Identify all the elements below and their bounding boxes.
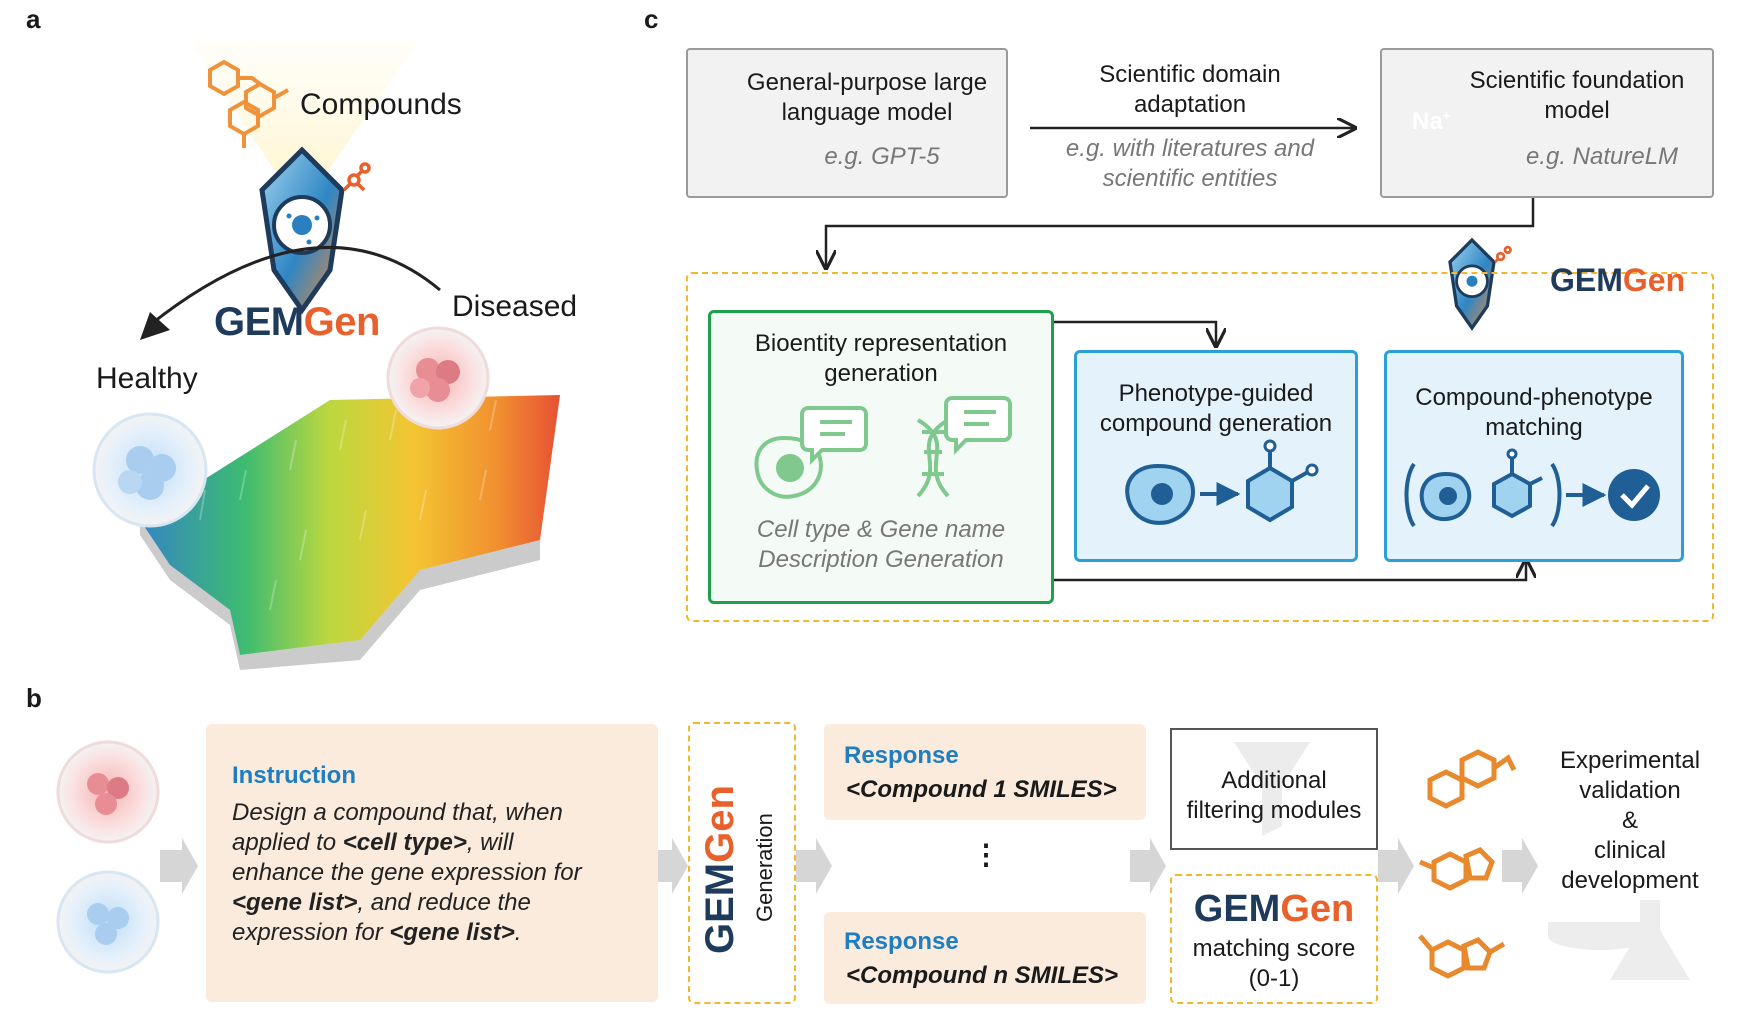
bioentity-title: Bioentity representation generation xyxy=(754,330,1008,387)
flow-arrows xyxy=(160,838,1538,894)
arc-arrowhead xyxy=(140,312,170,340)
funnel-icon xyxy=(1234,742,1310,836)
instruction-fragment: , will enhance the gene expression for xyxy=(232,829,582,886)
instruction-text: Design a compound that, when applied to … xyxy=(232,798,652,948)
response-n-box: Response <Compound n SMILES> xyxy=(824,912,1146,1004)
response-1-value: <Compound 1 SMILES> xyxy=(846,776,1117,803)
gemgen-container xyxy=(686,272,1714,622)
panel-label-c: c xyxy=(644,4,659,34)
gemgen-wordmark: GEMGen xyxy=(214,300,380,344)
adaptation-example: e.g. with literatures and scientific ent… xyxy=(1065,135,1315,192)
instruction-placeholder: <cell type> xyxy=(342,829,467,856)
filter-title: Additional filtering modules xyxy=(1186,767,1362,824)
compounds-molecule-icon xyxy=(208,59,289,148)
matching-title: Compound-phenotype matching xyxy=(1415,384,1653,441)
instruction-placeholder: <gene list> xyxy=(389,919,515,946)
gemgen-logo-icon xyxy=(259,146,371,315)
light-beam xyxy=(190,40,420,210)
filter-box: Additional filtering modules xyxy=(1170,728,1378,850)
generation-label: Generation xyxy=(752,813,777,922)
llm-example: e.g. GPT-5 xyxy=(824,143,940,170)
sfm-box: Scientific foundation model e.g. NatureL… xyxy=(1380,48,1714,198)
score-box: GEMGen matching score (0-1) xyxy=(1170,874,1378,1004)
instruction-placeholder: <gene list> xyxy=(232,889,358,916)
lab-glassware-icon xyxy=(1548,900,1690,980)
bioentity-caption: Cell type & Gene name Description Genera… xyxy=(756,516,1006,573)
instruction-heading: Instruction xyxy=(232,762,356,789)
connector-arrow xyxy=(826,196,1535,268)
instruction-fragment: , and reduce the expression for xyxy=(232,889,531,946)
score-text: matching score (0-1) xyxy=(1192,935,1356,992)
ellipsis: ⋮ xyxy=(972,839,1000,870)
response-1-heading: Response xyxy=(844,742,959,769)
compound-molecules-icon xyxy=(1418,749,1517,979)
phenotype-generation-box: Phenotype-guided compound generation xyxy=(1074,350,1358,562)
healthy-cells-dish-icon xyxy=(92,412,208,528)
gemgen-generation-box: GEMGen Generation xyxy=(688,722,796,1004)
adaptation-title: Scientific domain adaptation xyxy=(1099,61,1281,118)
instruction-fragment: . xyxy=(514,919,522,946)
panel-label-a: a xyxy=(26,4,41,34)
sfm-example: e.g. NatureLM xyxy=(1525,143,1679,170)
diseased-cells-dish-icon-b xyxy=(56,740,160,844)
gemgen-vertical-wordmark: GEMGen xyxy=(698,785,742,954)
healthy-label: Healthy xyxy=(96,362,198,395)
healthy-cells-dish-icon-b xyxy=(56,870,160,974)
diseased-label: Diseased xyxy=(452,290,578,323)
response-n-value: <Compound n SMILES> xyxy=(846,962,1119,989)
score-wordmark: GEMGen xyxy=(1193,888,1355,930)
final-stage-text: Experimental validation & clinical devel… xyxy=(1559,747,1701,894)
gemgen-logo-icon-small xyxy=(1448,237,1512,331)
instruction-box: Instruction Design a compound that, when… xyxy=(206,724,658,1002)
sodium-label: Na+ xyxy=(1412,108,1451,135)
response-n-heading: Response xyxy=(844,928,959,955)
compounds-label: Compounds xyxy=(300,88,462,121)
expression-landscape-image xyxy=(140,395,560,670)
gemgen-wordmark-c: GEMGen xyxy=(1550,262,1686,298)
phenotype-generation-title: Phenotype-guided compound generation xyxy=(1099,380,1333,437)
matching-box: Compound-phenotype matching xyxy=(1384,350,1684,562)
instruction-fragment: Design a compound that, when applied to xyxy=(232,799,563,856)
transition-arc xyxy=(149,245,441,327)
to-pheno-arrow xyxy=(1050,320,1216,346)
sfm-title: Scientific foundation model xyxy=(1469,67,1685,124)
panel-label-b: b xyxy=(26,683,42,713)
llm-title: General-purpose large language model xyxy=(746,69,988,126)
bioentity-box: Bioentity representation generation Cell… xyxy=(708,310,1054,604)
response-1-box: Response <Compound 1 SMILES> xyxy=(824,724,1146,820)
diseased-cells-dish-icon xyxy=(386,326,490,430)
to-match-arrow xyxy=(1050,560,1526,582)
llm-box: General-purpose large language model e.g… xyxy=(686,48,1008,198)
